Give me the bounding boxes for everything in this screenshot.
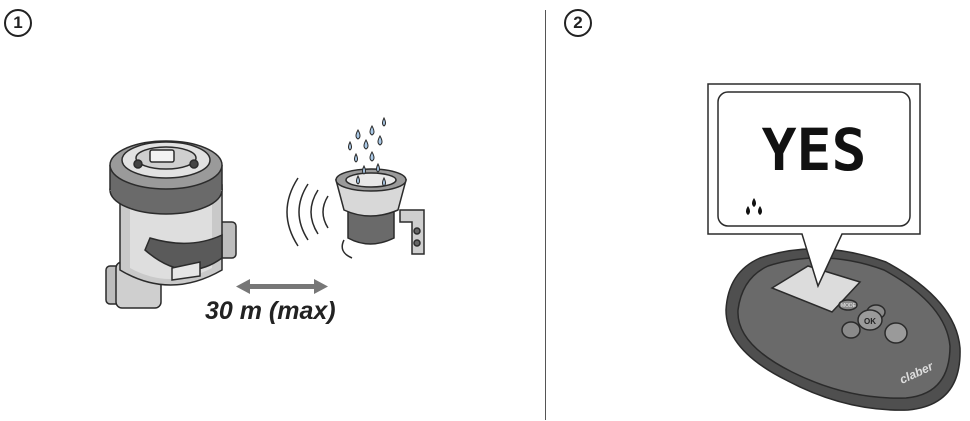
display-callout <box>707 83 921 289</box>
water-drops-icon <box>348 116 386 187</box>
step-1-illustration <box>105 116 425 309</box>
step-2-badge: 2 <box>564 9 592 37</box>
step-1-panel: 1 <box>4 9 425 325</box>
mode-button-label: MODE <box>841 303 857 309</box>
remote-control <box>725 248 961 411</box>
step-2-illustration: OK MODE claber YES <box>707 83 961 411</box>
step-1-badge: 1 <box>4 9 32 37</box>
display-yes-text: YES <box>762 116 867 184</box>
wireless-signal-icon <box>286 177 329 247</box>
ok-button-label: OK <box>864 317 876 326</box>
rain-sensor <box>335 168 425 259</box>
panel-divider <box>545 10 546 420</box>
water-drop-indicator-icon <box>746 198 762 215</box>
distance-arrow-icon <box>236 279 328 294</box>
irrigation-controller <box>105 140 237 309</box>
step-2-panel: 2 OK MODE claber YES <box>546 0 970 421</box>
distance-label: 30 m (max) <box>205 297 336 325</box>
